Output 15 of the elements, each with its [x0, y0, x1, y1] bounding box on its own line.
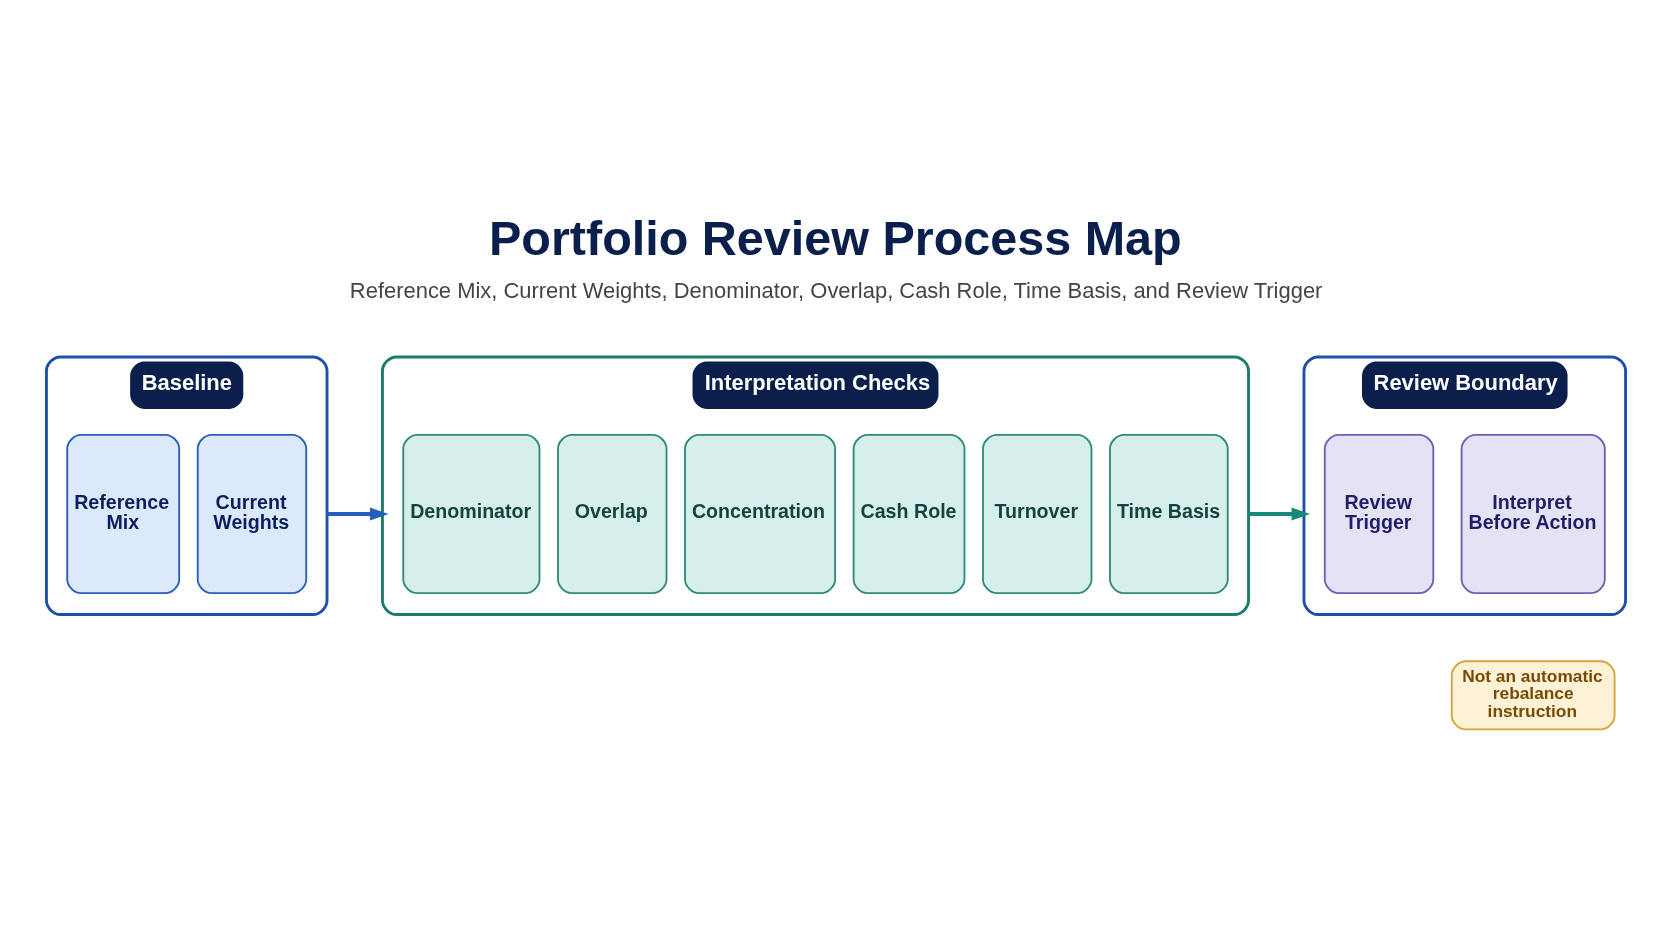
arrow [327, 507, 389, 520]
node-box: Turnover [982, 433, 1093, 594]
node-box: Denominator [402, 433, 541, 594]
node-box: Review Trigger [1323, 433, 1435, 594]
arrow [1248, 507, 1311, 520]
node-box: Concentration [684, 433, 837, 594]
caption: Reference Mix, Current Weights, Denominator, Overlap, Cash Role, Time Basis, and Review Trigger [349, 277, 1323, 303]
node-box: Current Weights [196, 433, 308, 594]
node-box: Overlap [557, 433, 668, 594]
diagram-title: Portfolio Review Process Map [488, 210, 1182, 265]
node-box: Not an automatic rebalance instruction [1450, 659, 1616, 730]
node-box: Reference Mix [66, 433, 181, 594]
node-box: Time Basis [1109, 433, 1229, 594]
node-box: Interpret Before Action [1460, 433, 1606, 594]
node-box: Cash Role [852, 433, 966, 594]
